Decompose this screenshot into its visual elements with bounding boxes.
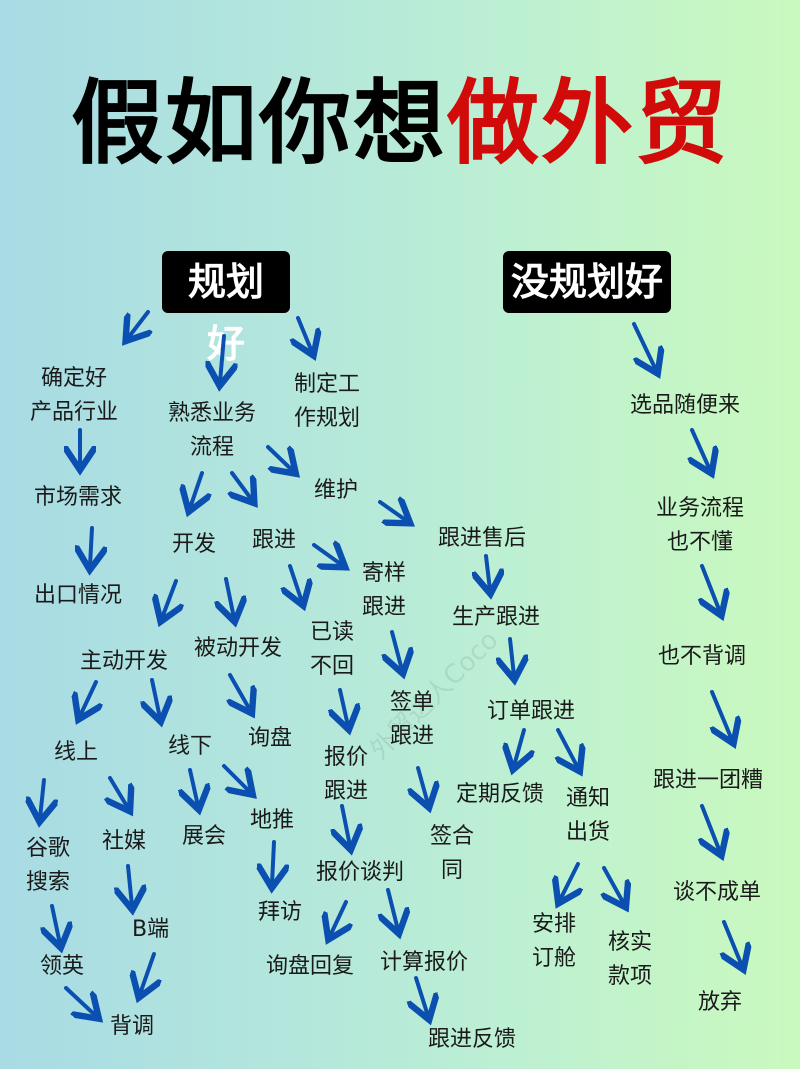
node-notify-ship: 通知 出货 [566, 782, 610, 850]
node-negotiate: 报价谈判 [316, 860, 405, 885]
node-visit: 拜访 [258, 900, 303, 925]
node-aftersale: 跟进售后 [438, 526, 527, 551]
node-booking: 安排 订舱 [532, 908, 576, 976]
node-online: 线上 [54, 740, 99, 765]
node-active-dev: 主动开发 [80, 649, 169, 674]
node-business-flow-line2: 流程 [190, 435, 235, 460]
node-b2b: B端 [132, 917, 170, 942]
node-sample: 寄样 跟进 [362, 557, 406, 625]
node-give-up: 放弃 [698, 990, 743, 1015]
node-background: 背调 [110, 1014, 155, 1039]
node-booking-line2: 订舱 [532, 946, 577, 971]
node-inquiry-reply: 询盘回复 [266, 954, 355, 979]
node-quote-follow-line2: 跟进 [324, 779, 369, 804]
node-product-line2: 产品行业 [30, 400, 119, 425]
node-follow-feedback: 跟进反馈 [428, 1027, 517, 1052]
node-quote-follow-line1: 报价 [324, 745, 369, 770]
node-export: 出口情况 [34, 583, 123, 608]
node-maintain: 维护 [314, 478, 359, 503]
node-verify-payment-line1: 核实 [608, 930, 653, 955]
node-linkedin: 领英 [40, 954, 85, 979]
node-sign-follow: 签单 跟进 [390, 686, 434, 754]
title-accent: 做外贸 [447, 70, 730, 177]
node-contract: 签合 同 [430, 820, 474, 888]
node-work-plan: 制定工 作规划 [294, 368, 360, 436]
node-product-line1: 确定好 [41, 366, 108, 391]
node-order-follow: 订单跟进 [487, 699, 576, 724]
node-develop: 开发 [172, 532, 217, 557]
title-main: 假如你想 [70, 70, 447, 177]
node-expo: 展会 [182, 824, 227, 849]
page-title: 假如你想做外贸 [0, 78, 800, 170]
node-contract-line1: 签合 [430, 824, 475, 849]
node-offline: 线下 [168, 734, 213, 759]
node-work-plan-line1: 制定工 [294, 372, 361, 397]
node-read-no-reply: 已读 不回 [310, 616, 354, 684]
node-no-flow-line2: 也不懂 [667, 530, 734, 555]
node-contract-line2: 同 [441, 858, 464, 883]
node-ground: 地推 [250, 808, 295, 833]
badge-unplanned: 没规划好 [503, 251, 671, 313]
node-sign-follow-line1: 签单 [390, 690, 435, 715]
node-work-plan-line2: 作规划 [294, 406, 361, 431]
node-social: 社媒 [102, 829, 147, 854]
node-calc-quote: 计算报价 [380, 950, 469, 975]
node-business-flow-line1: 熟悉业务 [168, 401, 257, 426]
node-sample-line2: 跟进 [362, 595, 407, 620]
node-quote-follow: 报价 跟进 [324, 741, 368, 809]
node-mess-follow: 跟进一团糟 [653, 768, 764, 793]
node-production: 生产跟进 [452, 605, 541, 630]
node-booking-line1: 安排 [532, 912, 577, 937]
node-random-select: 选品随便来 [630, 393, 741, 418]
node-read-no-reply-line1: 已读 [310, 620, 355, 645]
node-google: 谷歌 搜索 [26, 832, 70, 900]
node-passive-dev: 被动开发 [194, 636, 283, 661]
node-sign-follow-line2: 跟进 [390, 724, 435, 749]
node-no-flow-line1: 业务流程 [656, 496, 745, 521]
node-notify-ship-line1: 通知 [566, 786, 611, 811]
node-sample-line1: 寄样 [362, 561, 407, 586]
badge-planned: 规划好 [162, 251, 290, 366]
node-notify-ship-line2: 出货 [566, 820, 611, 845]
node-business-flow: 熟悉业务 流程 [168, 397, 256, 465]
node-no-flow: 业务流程 也不懂 [656, 492, 744, 560]
node-inquiry: 询盘 [248, 726, 293, 751]
node-no-background: 也不背调 [658, 644, 747, 669]
node-verify-payment-line2: 款项 [608, 964, 653, 989]
node-read-no-reply-line2: 不回 [310, 654, 355, 679]
node-verify-payment: 核实 款项 [608, 926, 652, 994]
node-no-deal: 谈不成单 [673, 880, 762, 905]
node-follow: 跟进 [252, 528, 297, 553]
node-google-line2: 搜索 [26, 870, 71, 895]
node-google-line1: 谷歌 [26, 836, 71, 861]
node-regular-feedback: 定期反馈 [456, 782, 545, 807]
node-market: 市场需求 [34, 485, 123, 510]
node-product: 确定好 产品行业 [30, 362, 118, 430]
